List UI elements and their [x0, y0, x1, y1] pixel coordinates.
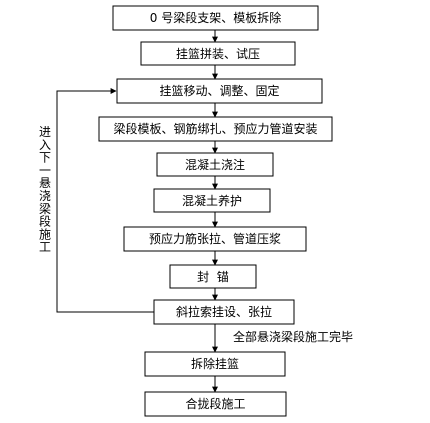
step-label-s8: 封 锚	[197, 269, 229, 284]
step-box-s6: 混凝土养护	[153, 188, 271, 213]
step-box-s10: 拆除挂篮	[144, 351, 286, 377]
step-box-s2: 挂篮拼装、试压	[140, 41, 296, 66]
step-label-s7: 预应力筋张拉、管道压浆	[149, 231, 281, 246]
step-label-s3: 挂篮移动、调整、固定	[159, 83, 279, 98]
loop-back-edge	[56, 88, 154, 313]
step-box-s7: 预应力筋张拉、管道压浆	[123, 226, 307, 252]
loop-label: 进入下一悬浇梁段施工	[39, 125, 51, 254]
step-label-s1: 0 号梁段支架、模板拆除	[150, 10, 281, 25]
step-box-s4: 梁段模板、钢筋绑扎、预应力管道安装	[98, 116, 333, 142]
step-label-s9: 斜拉索挂设、张拉	[176, 304, 272, 319]
step-box-s9: 斜拉索挂设、张拉	[153, 299, 295, 325]
step-box-s11: 合拢段施工	[144, 391, 287, 417]
step-box-s5: 混凝土浇注	[156, 152, 274, 177]
step-label-s6: 混凝土养护	[182, 193, 242, 208]
step-box-s3: 挂篮移动、调整、固定	[116, 78, 323, 104]
step-label-s11: 合拢段施工	[185, 396, 245, 411]
step-label-s5: 混凝土浇注	[185, 157, 245, 172]
step-label-s2: 挂篮拼装、试压	[176, 46, 260, 61]
exit-label: 全部悬浇梁段施工完毕	[233, 329, 353, 344]
step-box-s1: 0 号梁段支架、模板拆除	[112, 5, 319, 31]
step-label-s4: 梁段模板、钢筋绑扎、预应力管道安装	[113, 121, 317, 136]
loop-label-text: 进入下一悬浇梁段施工	[39, 125, 51, 254]
step-box-s8: 封 锚	[169, 264, 257, 289]
step-label-s10: 拆除挂篮	[191, 356, 239, 371]
